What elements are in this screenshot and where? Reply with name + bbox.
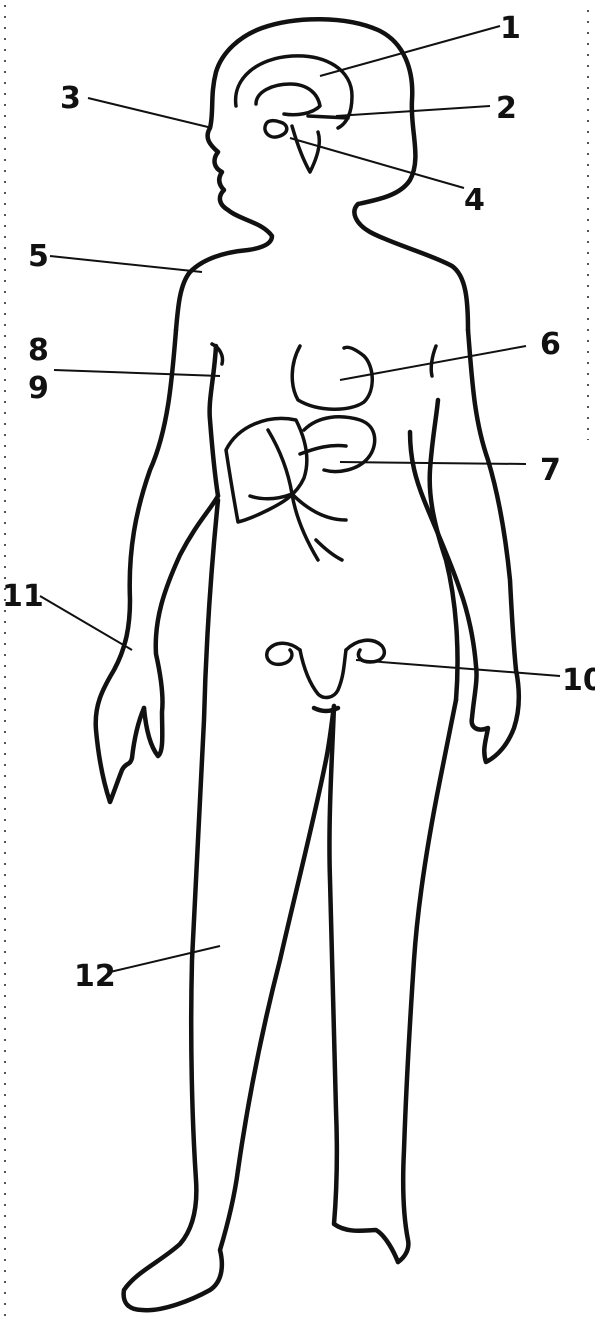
label-2: 2: [496, 91, 517, 126]
label-3: 3: [60, 81, 81, 116]
label-11: 11: [2, 579, 44, 614]
label-1: 1: [500, 11, 521, 46]
pituitary-gland: [265, 121, 287, 137]
leader-3: [88, 98, 212, 128]
label-12: 12: [74, 959, 116, 994]
reproductive-organs: [267, 640, 385, 697]
right-arm-outer: [410, 330, 519, 762]
leader-11: [40, 596, 132, 650]
left-leg-inner: [238, 706, 334, 1170]
label-4: 4: [464, 183, 485, 218]
label-5: 5: [28, 239, 49, 274]
right-foot: [398, 700, 456, 1262]
label-7: 7: [540, 453, 561, 488]
left-leg-outer: [124, 500, 238, 1310]
head-glands: [236, 56, 352, 172]
right-leg-inner: [329, 706, 398, 1262]
leader-lines: [40, 26, 560, 972]
right-breast-outline: [431, 346, 436, 376]
left-fallopian-tube: [267, 643, 300, 664]
leader-4: [290, 138, 464, 188]
left-torso-side: [210, 346, 218, 496]
vessel-branch-1: [292, 494, 346, 520]
pancreas-region: [226, 417, 375, 560]
leader-8: [54, 370, 220, 376]
uterus-outline: [300, 650, 346, 697]
number-labels: 1 2 3 4 5 6 7 8 9 10 11 12: [2, 11, 595, 994]
leader-5: [50, 256, 202, 272]
leader-7: [340, 462, 526, 464]
right-fallopian-tube: [346, 640, 384, 662]
vessel-branch-4: [316, 540, 342, 560]
brainstem-outline: [292, 126, 319, 172]
label-9: 9: [28, 371, 49, 406]
label-10: 10: [562, 663, 595, 698]
heart-outline: [292, 346, 372, 409]
leader-12: [110, 946, 220, 972]
pelvis-line: [314, 708, 338, 711]
hypothalamus-outline: [256, 84, 320, 115]
label-8: 8: [28, 333, 49, 368]
label-6: 6: [540, 327, 561, 362]
body-outline: [96, 19, 519, 1310]
